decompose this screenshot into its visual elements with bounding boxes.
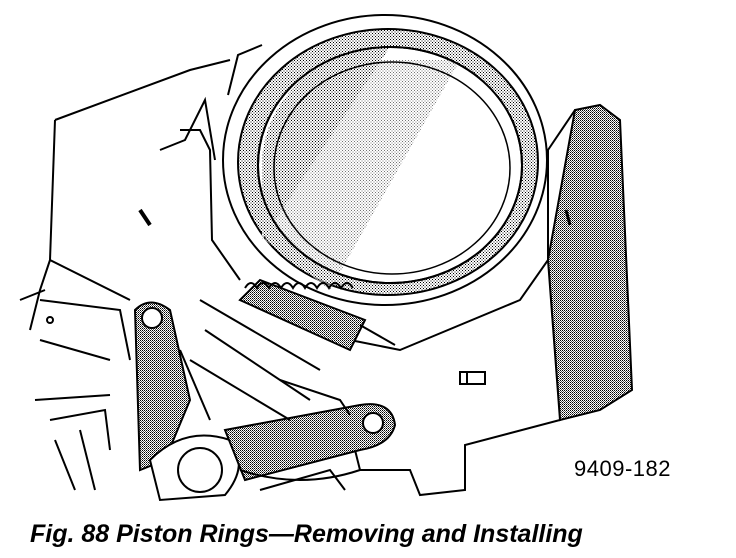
ring-spring [238, 278, 396, 352]
support-bar [546, 103, 634, 422]
figure-reference-number: 9409-182 [574, 456, 671, 481]
piston-ring [222, 14, 548, 306]
piston-ring-illustration [19, 14, 634, 502]
ring-expander-handle-left [133, 301, 240, 502]
tool-body [349, 257, 562, 497]
ring-expander-handle-right [223, 403, 397, 482]
engine-block-outline [19, 59, 231, 331]
figure-caption: Fig. 88 Piston Rings—Removing and Instal… [30, 520, 583, 548]
